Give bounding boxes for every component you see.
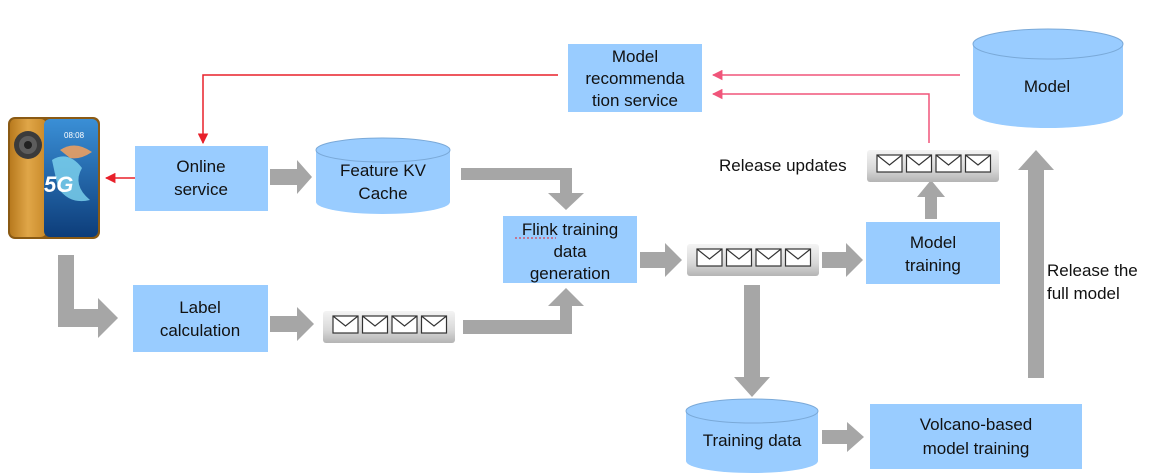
volcano-training-box: Volcano-based model training <box>870 404 1082 469</box>
feature-kv-label-2: Cache <box>358 184 407 203</box>
envelope-icon <box>876 154 903 173</box>
arrow-online-to-cache <box>270 160 312 194</box>
arrow-training-to-updates <box>917 180 945 219</box>
envelope-icon <box>964 154 992 173</box>
release-full-model-label-1: Release the <box>1047 261 1138 280</box>
arrow-queue-to-flink <box>463 288 584 334</box>
envelope-icon <box>696 248 723 267</box>
envelope-icon <box>332 315 359 334</box>
model-cylinder: Model <box>972 28 1124 128</box>
recommendation-label-2: recommenda <box>585 69 685 88</box>
envelope-icon <box>391 315 418 334</box>
flink-label-2: data <box>553 242 587 261</box>
message-queue-flink-output <box>687 244 819 276</box>
svg-text:Model: Model <box>1024 77 1070 96</box>
volcano-label-2: model training <box>923 439 1030 458</box>
svg-text:5G: 5G <box>44 172 73 197</box>
arrow-cache-to-flink <box>461 168 584 210</box>
online-service-label-2: service <box>174 180 228 199</box>
label-calculation-box: Label calculation <box>133 285 268 352</box>
message-queue-release-updates <box>867 150 999 182</box>
envelope-icon <box>935 154 962 173</box>
model-recommendation-box: Model recommenda tion service <box>568 44 702 112</box>
svg-text:Training data: Training data <box>703 431 802 450</box>
envelope-icon <box>725 248 753 267</box>
arrow-flink-to-queue <box>640 243 682 277</box>
label-calculation-label-2: calculation <box>160 321 240 340</box>
online-service-box: Online service <box>135 146 268 211</box>
arrow-release-full-model <box>1018 150 1054 378</box>
envelope-icon <box>905 154 933 173</box>
training-data-label: Training data <box>703 431 802 450</box>
model-training-box: Model training <box>866 222 1000 284</box>
arrow-training-data-to-volcano <box>822 422 864 452</box>
envelope-icon <box>361 315 389 334</box>
model-training-label-1: Model <box>910 233 956 252</box>
message-queue-label-path <box>323 311 455 343</box>
arrow-label-to-queue <box>270 307 314 341</box>
svg-text:08:08: 08:08 <box>64 131 85 140</box>
arrow-queue-to-training-data <box>734 285 770 397</box>
release-updates-label: Release updates <box>719 156 847 175</box>
arrow-phone-to-label <box>58 255 118 338</box>
arrow-recommendation-to-online <box>197 74 558 145</box>
recommendation-label-1: Model <box>612 47 658 66</box>
phone-5g-icon: 08:08 5G <box>8 117 100 239</box>
gray-flow-arrows <box>58 150 1054 452</box>
flink-label-3: generation <box>530 264 610 283</box>
release-full-model-label-2: full model <box>1047 284 1120 303</box>
label-calculation-label-1: Label <box>179 298 221 317</box>
feature-kv-label-1: Feature KV <box>340 161 427 180</box>
flink-label-1: Flink training <box>522 220 618 239</box>
training-data-cylinder: Training data <box>685 398 819 473</box>
arrow-updates-to-recommendation <box>711 88 930 143</box>
volcano-label-1: Volcano-based <box>920 415 1032 434</box>
model-cylinder-label: Model <box>1024 77 1070 96</box>
envelope-icon <box>420 315 448 334</box>
flink-training-box: Flink training data generation <box>503 216 637 283</box>
envelope-icon <box>755 248 782 267</box>
recommendation-label-3: tion service <box>592 91 678 110</box>
model-training-label-2: training <box>905 256 961 275</box>
arrow-queue-to-model-training <box>822 243 863 277</box>
online-service-label-1: Online <box>176 157 225 176</box>
envelope-icon <box>784 248 812 267</box>
feature-kv-cache-cylinder: Feature KV Cache <box>315 137 451 214</box>
